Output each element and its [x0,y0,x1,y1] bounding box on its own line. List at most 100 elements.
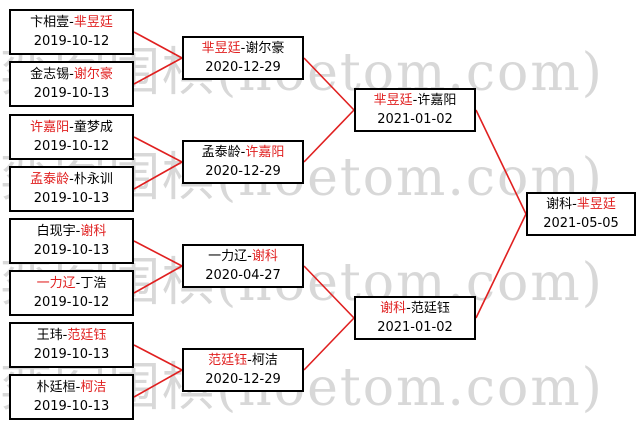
player-2-name: 柯洁 [251,353,278,368]
player-1-name: 范廷钰 [208,353,248,368]
match-date: 2020-04-27 [205,268,281,283]
match-players: 朴廷桓-柯洁 [11,378,132,397]
match-date: 2019-10-12 [33,34,110,49]
player-2-name: 谢尔豪 [73,67,113,82]
connector-r3m2-final [475,213,527,319]
match-players: 金志锡-谢尔豪 [11,65,132,84]
player-2-name: 范廷钰 [410,301,450,316]
match-date: 2019-10-12 [33,139,110,154]
player-1-name: 孟泰龄 [30,172,70,187]
versus-dash: - [247,249,252,264]
match-date: 2019-10-13 [33,191,110,206]
player-1-name: 许嘉阳 [30,120,70,135]
player-1-name: 王玮 [36,328,63,343]
match-players: 芈昱廷-许嘉阳 [356,91,474,110]
match-players: 一力辽-谢科 [184,247,302,266]
connector-r1m2-r2m1 [133,57,183,85]
match-date: 2019-10-13 [33,243,110,258]
player-1-name: 芈昱廷 [373,93,413,108]
match-players: 一力辽-丁浩 [11,274,132,293]
match-box-r1m2: 金志锡-谢尔豪 2019-10-13 [9,61,134,107]
connector-r2m1-r3m1 [303,57,355,111]
versus-dash: - [69,120,74,135]
match-box-r3m2: 谢科-范廷钰 2021-01-02 [354,296,476,340]
match-date: 2019-10-13 [33,347,110,362]
player-1-name: 一力辽 [36,276,76,291]
match-box-r2m3: 一力辽-谢科 2020-04-27 [182,244,304,288]
connector-r2m2-r3m1 [303,109,355,163]
player-2-name: 芈昱廷 [73,15,113,30]
match-box-final: 谢科-芈昱廷 2021-05-05 [526,192,636,236]
match-box-r1m3: 许嘉阳-童梦成 2019-10-12 [9,114,134,160]
match-date: 2021-01-02 [377,112,453,127]
player-1-name: 朴廷桓 [36,380,76,395]
versus-dash: - [69,67,74,82]
match-date: 2019-10-12 [33,295,110,310]
match-players: 孟泰龄-许嘉阳 [184,143,302,162]
versus-dash: - [75,380,81,395]
match-date: 2021-01-02 [377,320,453,335]
versus-dash: - [69,15,74,30]
match-box-r1m4: 孟泰龄-朴永训 2019-10-13 [9,166,134,212]
versus-dash: - [75,276,81,291]
player-2-name: 谢科 [80,224,107,239]
player-1-name: 白现宇 [36,224,76,239]
match-players: 王玮-范廷钰 [11,326,132,345]
connector-r1m8-r2m4 [133,369,183,398]
player-1-name: 谢科 [380,301,407,316]
match-date: 2021-05-05 [543,216,619,231]
versus-dash: - [406,301,411,316]
match-players: 谢科-芈昱廷 [528,195,634,214]
versus-dash: - [62,328,68,343]
player-1-name: 芈昱廷 [201,41,241,56]
connector-r1m5-r2m3 [133,240,183,267]
connector-r1m7-r2m4 [133,344,183,371]
match-box-r1m7: 王玮-范廷钰 2019-10-13 [9,322,134,368]
player-2-name: 朴永训 [73,172,113,187]
match-box-r1m5: 白现宇-谢科 2019-10-13 [9,218,134,264]
player-1-name: 谢科 [546,197,573,212]
versus-dash: - [69,172,74,187]
match-box-r2m4: 范廷钰-柯洁 2020-12-29 [182,348,304,392]
match-players: 芈昱廷-谢尔豪 [184,39,302,58]
player-1-name: 金志锡 [30,67,70,82]
versus-dash: - [240,41,246,56]
versus-dash: - [247,353,252,368]
match-box-r1m6: 一力辽-丁浩 2019-10-12 [9,270,134,316]
match-players: 卞相壹-芈昱廷 [11,13,132,32]
match-box-r2m1: 芈昱廷-谢尔豪 2020-12-29 [182,36,304,80]
match-box-r1m1: 卞相壹-芈昱廷 2019-10-12 [9,9,134,55]
connector-r1m6-r2m3 [133,265,183,294]
connector-r1m4-r2m2 [133,161,183,190]
match-date: 2020-12-29 [205,164,281,179]
player-1-name: 卞相壹 [30,15,70,30]
match-box-r2m2: 孟泰龄-许嘉阳 2020-12-29 [182,140,304,184]
match-players: 白现宇-谢科 [11,222,132,241]
connector-r1m1-r2m1 [133,31,183,59]
match-players: 范廷钰-柯洁 [184,351,302,370]
match-date: 2020-12-29 [205,60,281,75]
connector-r1m3-r2m2 [133,136,183,163]
versus-dash: - [240,145,246,160]
player-2-name: 范廷钰 [67,328,107,343]
match-date: 2020-12-29 [205,372,281,387]
player-2-name: 许嘉阳 [245,145,285,160]
player-2-name: 柯洁 [80,380,107,395]
match-box-r1m8: 朴廷桓-柯洁 2019-10-13 [9,374,134,420]
player-2-name: 许嘉阳 [417,93,457,108]
player-1-name: 一力辽 [208,249,248,264]
connector-r2m4-r3m2 [303,317,355,371]
versus-dash: - [572,197,577,212]
match-players: 谢科-范廷钰 [356,299,474,318]
connector-r3m1-final [475,109,527,215]
match-date: 2019-10-13 [33,399,110,414]
player-2-name: 丁浩 [80,276,107,291]
player-2-name: 谢科 [251,249,278,264]
player-2-name: 谢尔豪 [245,41,285,56]
match-date: 2019-10-13 [33,86,110,101]
match-players: 许嘉阳-童梦成 [11,118,132,137]
match-box-r3m1: 芈昱廷-许嘉阳 2021-01-02 [354,88,476,132]
player-1-name: 孟泰龄 [201,145,241,160]
